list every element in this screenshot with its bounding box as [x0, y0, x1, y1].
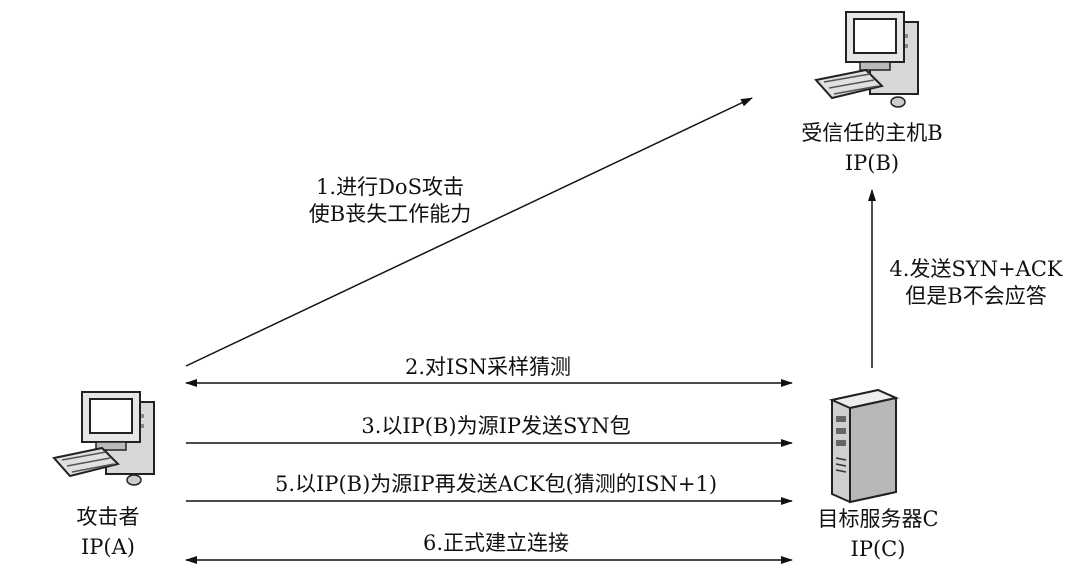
trusted-host-label: 受信任的主机B IP(B) — [801, 118, 942, 178]
step1-line1: 1.进行DoS攻击 — [316, 175, 464, 199]
step6-text: 6.正式建立连接 — [422, 531, 570, 555]
step2-text: 2.对ISN采样猜测 — [404, 355, 572, 379]
step5-text: 5.以IP(B)为源IP再发送ACK包(猜测的ISN+1) — [274, 472, 718, 496]
trusted-host-computer-icon — [814, 11, 919, 108]
attacker-ip: IP(A) — [81, 535, 135, 559]
trusted-host-ip: IP(B) — [844, 151, 900, 175]
step2-label: 2.对ISN采样猜测 — [405, 354, 571, 381]
step6-label: 6.正式建立连接 — [423, 530, 569, 557]
step4-label: 4.发送SYN+ACK 但是B不会应答 — [889, 256, 1062, 310]
target-server-name: 目标服务器C — [817, 507, 939, 531]
trusted-host-name: 受信任的主机B — [801, 121, 943, 145]
step1-label: 1.进行DoS攻击 使B丧失工作能力 — [309, 174, 471, 228]
step3-label: 3.以IP(B)为源IP发送SYN包 — [361, 413, 630, 440]
attacker-computer-icon — [52, 391, 155, 486]
step5-label: 5.以IP(B)为源IP再发送ACK包(猜测的ISN+1) — [275, 471, 717, 498]
step1-dos-arrow — [185, 97, 753, 367]
step4-line1: 4.发送SYN+ACK — [889, 257, 1063, 281]
target-server-ip: IP(C) — [850, 537, 906, 561]
step3-text: 3.以IP(B)为源IP发送SYN包 — [361, 414, 631, 438]
step1-line2: 使B丧失工作能力 — [308, 202, 472, 226]
attacker-label: 攻击者 IP(A) — [77, 502, 140, 562]
target-server-label: 目标服务器C IP(C) — [817, 504, 938, 564]
target-server-tower-icon — [828, 388, 900, 504]
attacker-name: 攻击者 — [76, 505, 140, 529]
step4-line2: 但是B不会应答 — [905, 284, 1047, 308]
